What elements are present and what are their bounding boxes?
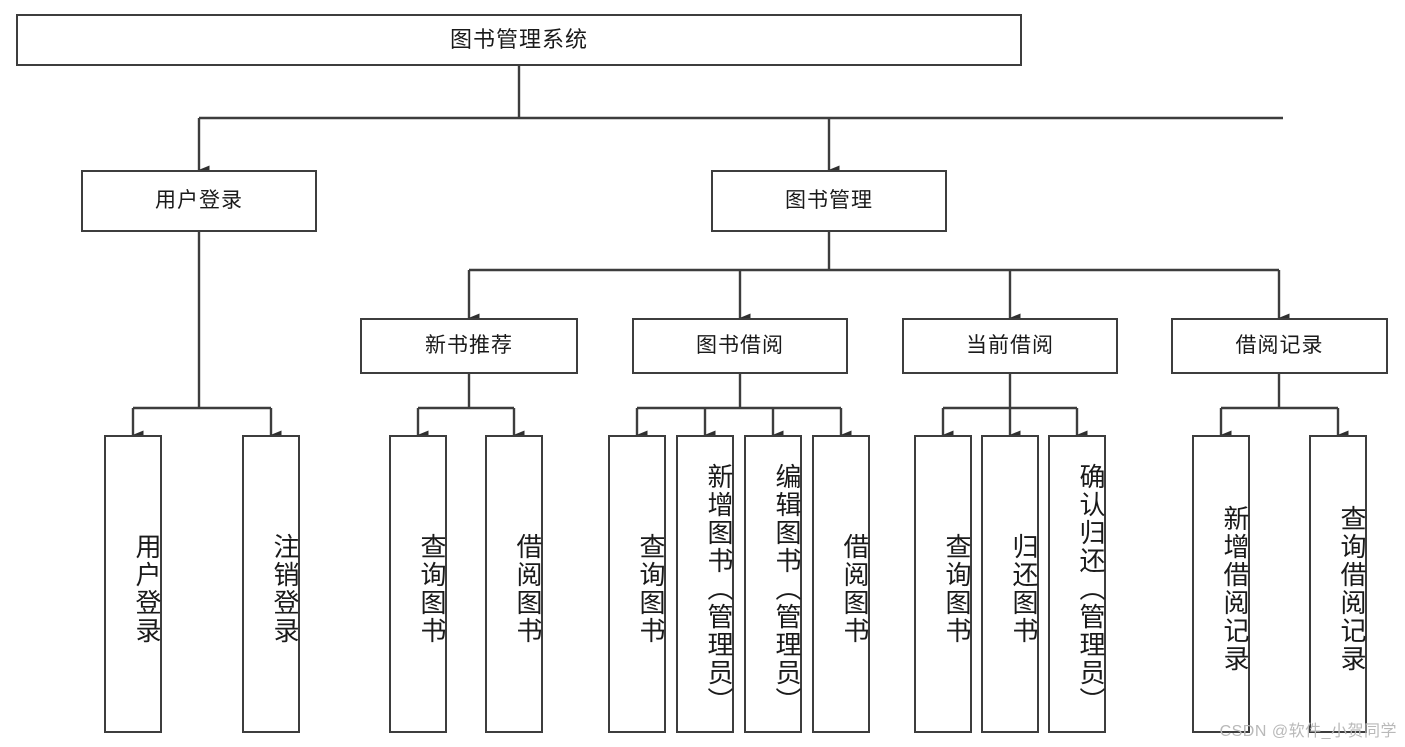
- leaf-user-login-logout-label: 注销登录: [270, 533, 300, 645]
- node-current-borrow-label: 当前借阅: [966, 334, 1054, 358]
- node-user-login-label: 用户登录: [155, 189, 243, 213]
- leaf-user-login-login-label: 用户登录: [132, 533, 162, 645]
- node-root-system[interactable]: 图书管理系统: [16, 14, 1022, 66]
- node-borrow-record[interactable]: 借阅记录: [1171, 318, 1388, 374]
- leaf-borrow-record-query[interactable]: 查询借阅记录: [1309, 435, 1367, 733]
- leaf-current-borrow-return[interactable]: 归还图书: [981, 435, 1039, 733]
- leaf-book-borrow-add[interactable]: 新增图书（管理员）: [676, 435, 734, 733]
- leaf-borrow-record-query-label: 查询借阅记录: [1337, 505, 1367, 673]
- leaf-current-borrow-query-label: 查询图书: [942, 533, 972, 645]
- leaf-borrow-record-add[interactable]: 新增借阅记录: [1192, 435, 1250, 733]
- node-book-borrow-label: 图书借阅: [696, 334, 784, 358]
- leaf-book-borrow-edit[interactable]: 编辑图书（管理员）: [744, 435, 802, 733]
- node-user-login[interactable]: 用户登录: [81, 170, 317, 232]
- leaf-new-book-query-label: 查询图书: [417, 533, 447, 645]
- watermark: CSDN @软件_小贺同学: [1219, 723, 1397, 740]
- node-book-management[interactable]: 图书管理: [711, 170, 947, 232]
- leaf-user-login-login[interactable]: 用户登录: [104, 435, 162, 733]
- leaf-current-borrow-query[interactable]: 查询图书: [914, 435, 972, 733]
- node-new-book-recommend[interactable]: 新书推荐: [360, 318, 578, 374]
- node-book-borrow[interactable]: 图书借阅: [632, 318, 848, 374]
- node-borrow-record-label: 借阅记录: [1235, 334, 1324, 358]
- leaf-new-book-query[interactable]: 查询图书: [389, 435, 447, 733]
- leaf-current-borrow-confirm-return-label: 确认归还（管理员）: [1076, 463, 1106, 715]
- leaf-new-book-borrow[interactable]: 借阅图书: [485, 435, 543, 733]
- leaf-book-borrow-edit-label: 编辑图书（管理员）: [772, 463, 802, 715]
- leaf-current-borrow-confirm-return[interactable]: 确认归还（管理员）: [1048, 435, 1106, 733]
- node-root-system-label: 图书管理系统: [449, 26, 588, 52]
- node-new-book-recommend-label: 新书推荐: [425, 334, 513, 358]
- leaf-book-borrow-query[interactable]: 查询图书: [608, 435, 666, 733]
- leaf-borrow-record-add-label: 新增借阅记录: [1220, 505, 1250, 673]
- leaf-new-book-borrow-label: 借阅图书: [513, 533, 543, 645]
- leaf-book-borrow-borrow[interactable]: 借阅图书: [812, 435, 870, 733]
- leaf-book-borrow-borrow-label: 借阅图书: [840, 533, 870, 645]
- leaf-book-borrow-add-label: 新增图书（管理员）: [704, 463, 734, 715]
- node-current-borrow[interactable]: 当前借阅: [902, 318, 1118, 374]
- node-book-management-label: 图书管理: [785, 189, 873, 213]
- leaf-user-login-logout[interactable]: 注销登录: [242, 435, 300, 733]
- leaf-current-borrow-return-label: 归还图书: [1009, 533, 1039, 645]
- leaf-book-borrow-query-label: 查询图书: [636, 533, 666, 645]
